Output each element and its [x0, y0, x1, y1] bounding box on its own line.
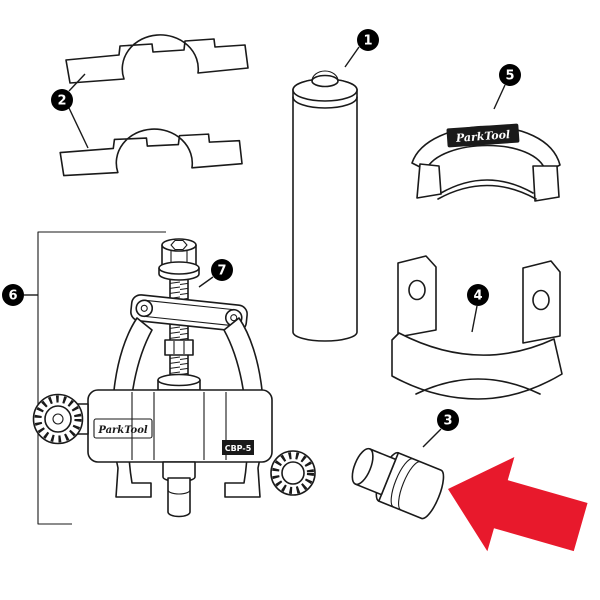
side-knob-left: [32, 393, 89, 445]
callout-circle-5: [499, 64, 521, 86]
callout-leader-3: [422, 428, 442, 448]
callout-layer: 1 2 3 4 5 6 7: [2, 29, 521, 448]
brand-label-saddle: ParkTool: [455, 128, 511, 145]
callout-circle-7: [211, 259, 233, 281]
callout-circle-4: [467, 284, 489, 306]
callout-circle-1: [357, 29, 379, 51]
part-1-sleeve-tube: [292, 70, 358, 342]
callout-leader-7: [198, 276, 214, 288]
callout-2: 2: [51, 89, 73, 111]
callout-number-4: 4: [473, 289, 482, 304]
callout-number-5: 5: [505, 69, 514, 84]
part-4-support-bracket: [391, 255, 563, 400]
callout-circle-6: [2, 284, 24, 306]
part-6-puller-assembly: ParkTool CBP-5: [32, 231, 316, 525]
pointer-arrow: [448, 457, 588, 552]
model-badge-label: CBP-5: [225, 444, 252, 453]
jam-nut: [164, 339, 194, 356]
callout-number-3: 3: [443, 414, 452, 429]
part-2-spacer-plates: [58, 34, 249, 180]
callout-circle-3: [437, 409, 459, 431]
model-badge: [222, 440, 254, 455]
callout-leader-4: [471, 305, 478, 333]
callout-6: 6: [2, 284, 24, 306]
callout-number-6: 6: [8, 289, 17, 304]
callout-number-7: 7: [217, 264, 226, 279]
callout-3: 3: [437, 409, 459, 431]
brand-plate-saddle: ParkTool: [446, 123, 520, 148]
callout-leader-2: [68, 73, 86, 92]
callout-leader-5: [493, 84, 506, 110]
callout-number-1: 1: [363, 34, 372, 49]
puller-body: ParkTool CBP-5: [87, 373, 273, 463]
callout-leader-1: [344, 46, 360, 68]
callout-leader-2: [68, 107, 89, 149]
part-5-saddle-block: ParkTool: [411, 123, 561, 202]
side-knob-right: [270, 450, 316, 496]
callout-4: 4: [467, 284, 489, 306]
callout-number-2: 2: [57, 94, 66, 109]
callout-circle-2: [51, 89, 73, 111]
callout-1: 1: [357, 29, 379, 51]
callout-6-bracket-line: [37, 231, 166, 525]
arrow-icon: [448, 457, 588, 552]
callout-5: 5: [499, 64, 521, 86]
callout-7: 7: [211, 259, 233, 281]
press-foot: [162, 461, 196, 518]
brand-label-puller: ParkTool: [97, 425, 148, 436]
part-3-stepped-plug: [351, 447, 445, 520]
screw-hex-head: [158, 238, 200, 281]
pivot-crossbar: [130, 294, 248, 332]
